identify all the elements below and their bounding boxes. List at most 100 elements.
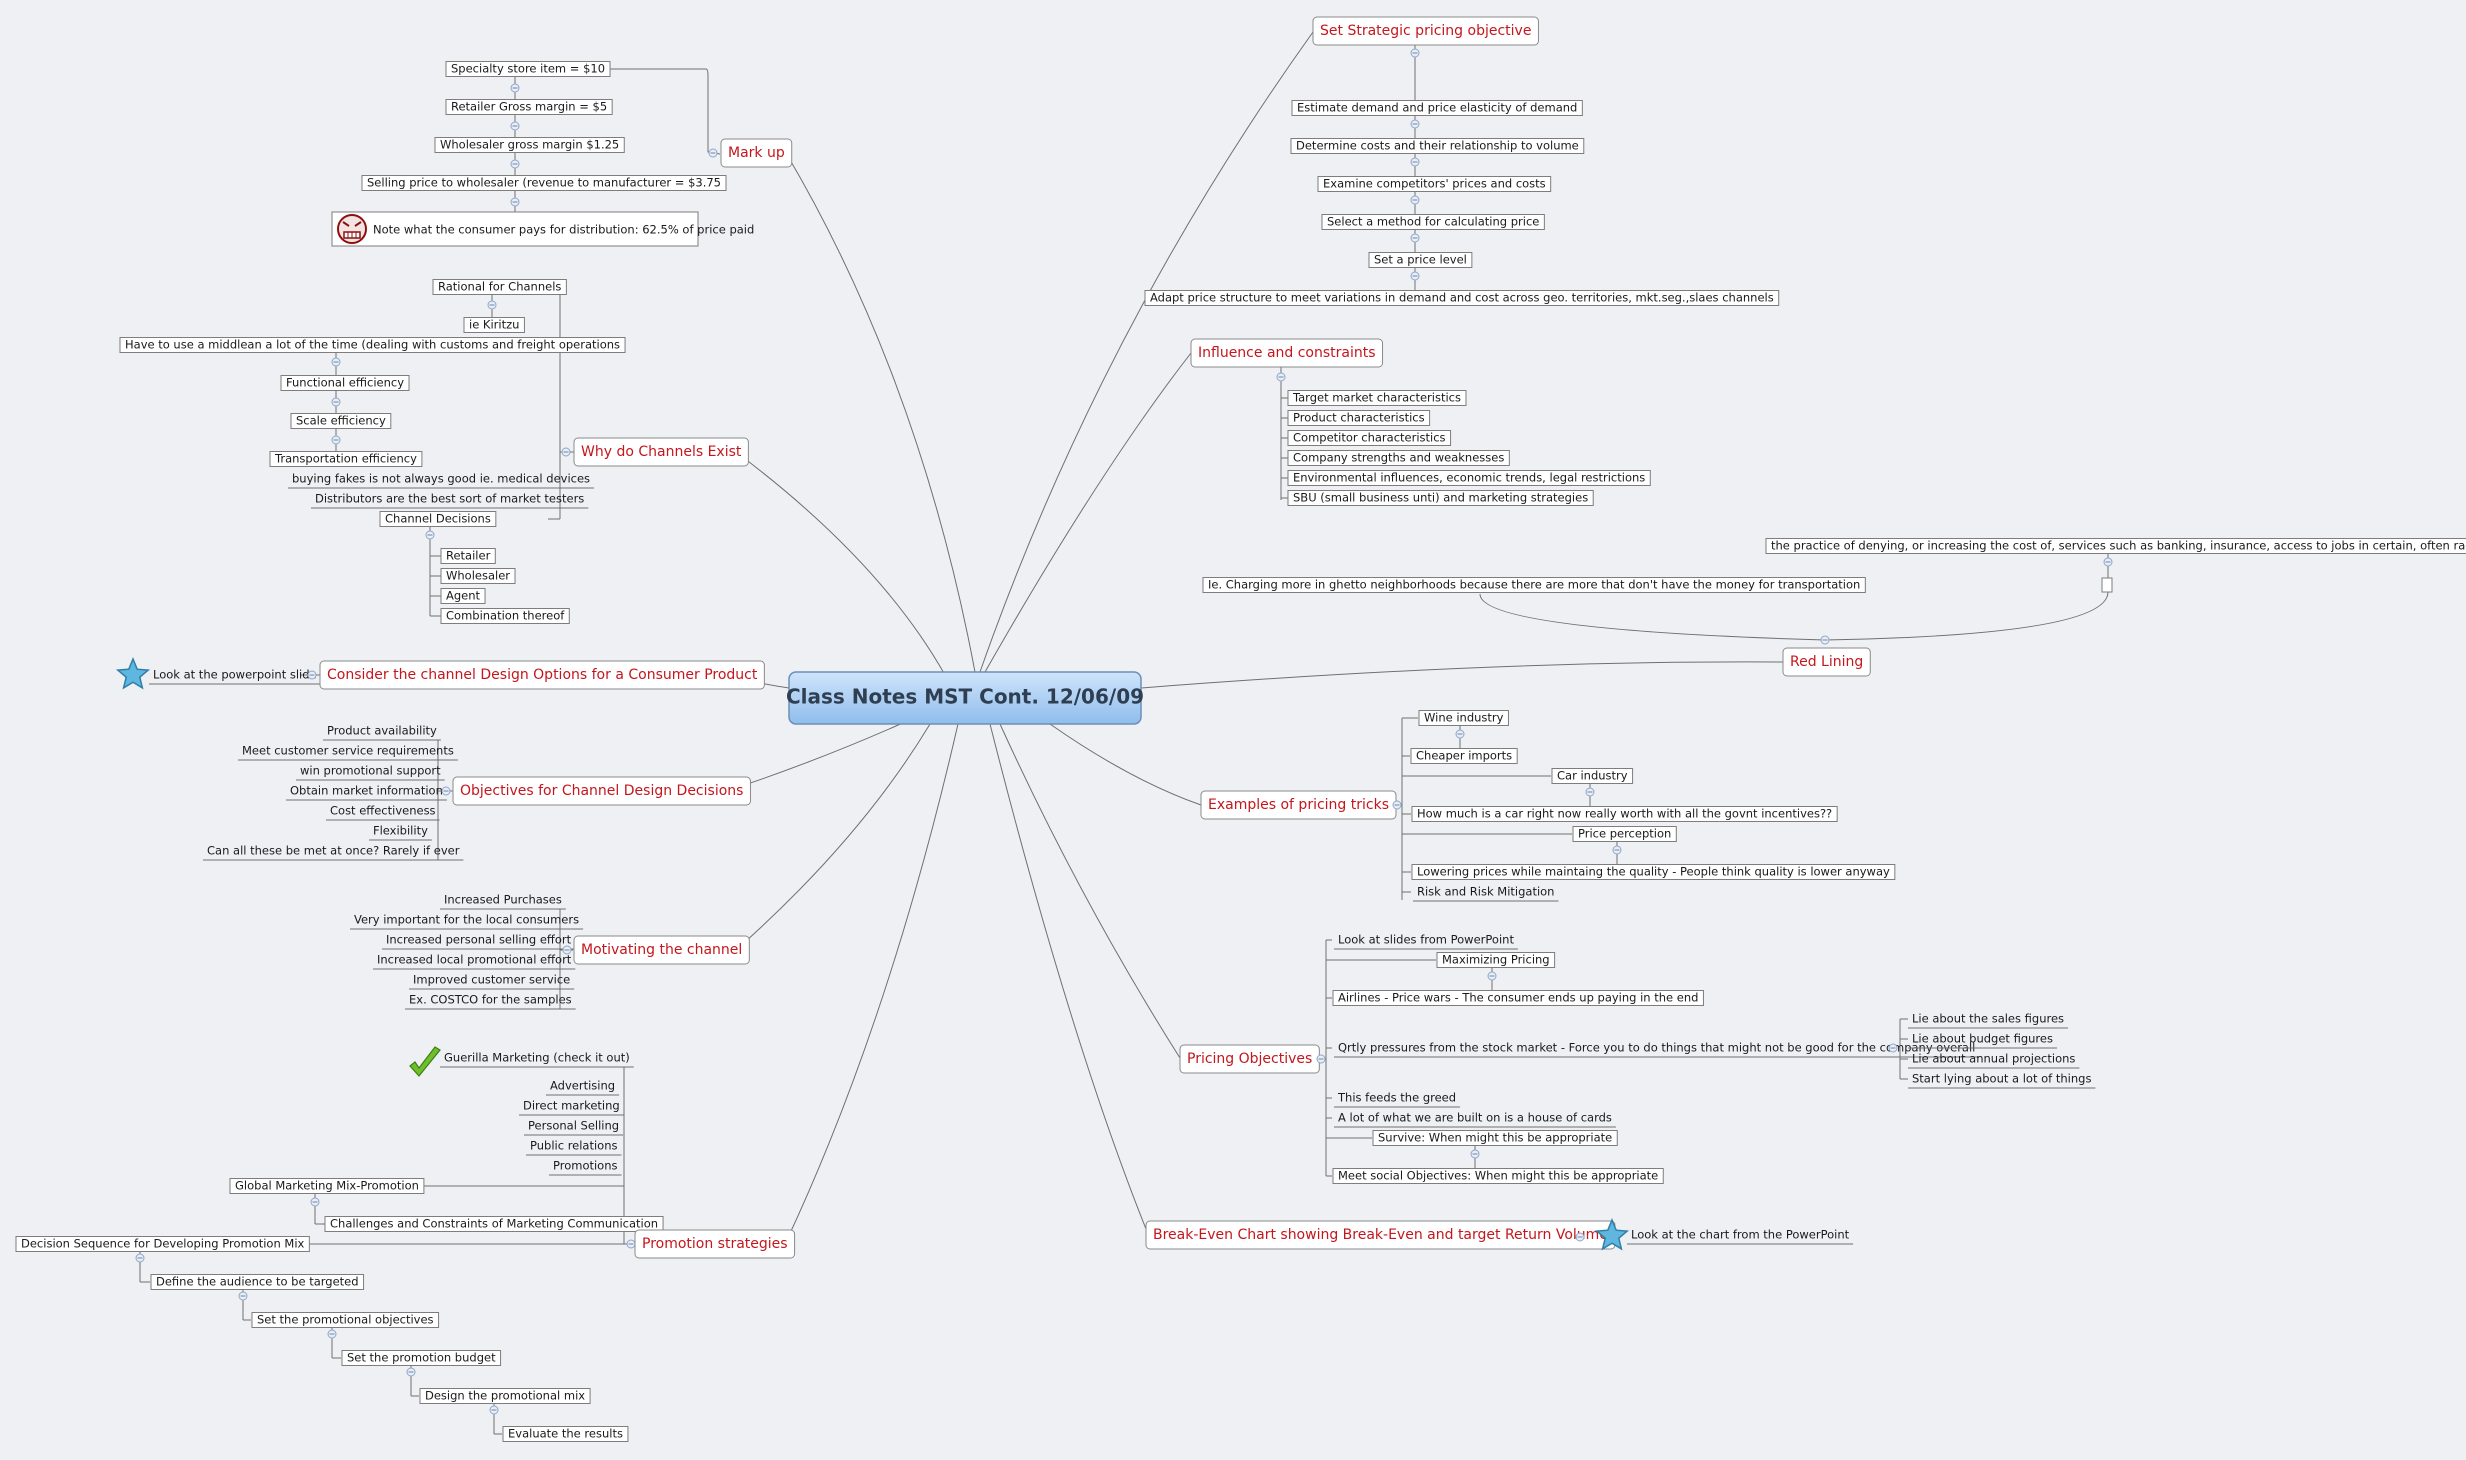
branch-break-even[interactable]: Break-Even Chart showing Break-Even and …: [1145, 1220, 1616, 1250]
motivating-item-4: Increased local promotional effort: [373, 953, 576, 970]
perception-expand[interactable]: [1612, 845, 1622, 855]
influence-item-5-label: Environmental influences, economic trend…: [1293, 471, 1645, 485]
promotion-tool-2: Direct marketing: [519, 1099, 624, 1116]
channel-decisions-expand[interactable]: [425, 530, 435, 540]
why-kiritzu-label: ie Kiritzu: [469, 318, 519, 332]
objective-item-2: Meet customer service requirements: [238, 744, 458, 761]
promotion-decision-sequence-box: [15, 1236, 310, 1252]
survive-expand[interactable]: [1470, 1149, 1480, 1159]
global-mix-expand[interactable]: [310, 1197, 320, 1207]
tricks-knob[interactable]: [1392, 800, 1402, 810]
motivating-item-4-label: Increased local promotional effort: [377, 953, 572, 967]
branch-motivating-label: Motivating the channel: [581, 942, 742, 958]
strategic-expand-4[interactable]: [1410, 233, 1420, 243]
influence-knob[interactable]: [1276, 372, 1286, 382]
branch-objectives[interactable]: Objectives for Channel Design Decisions: [452, 776, 751, 806]
strategic-step-4: Select a method for calculating price: [1321, 214, 1545, 230]
wine-expand[interactable]: [1455, 729, 1465, 739]
objective-item-7-label: Can all these be met at once? Rarely if …: [207, 844, 460, 858]
branch-consider-options[interactable]: Consider the channel Design Options for …: [319, 660, 765, 690]
strategic-expand-1[interactable]: [1410, 119, 1420, 129]
why-rational-label: Rational for Channels: [438, 280, 561, 294]
markup-expand-2[interactable]: [510, 121, 520, 131]
redlining-def-expand[interactable]: [2103, 557, 2113, 567]
strategic-step-4-box: [1321, 214, 1545, 230]
motivating-knob[interactable]: [562, 945, 572, 955]
markup-item-2-label: Retailer Gross margin = $5: [451, 100, 607, 114]
strategic-expand-3[interactable]: [1410, 195, 1420, 205]
redlining-definition-box: [1765, 538, 2466, 554]
markup-expand-1[interactable]: [510, 83, 520, 93]
influence-item-1: Target market characteristics: [1287, 390, 1467, 406]
markup-knob[interactable]: [708, 148, 718, 158]
why-expand-1[interactable]: [487, 300, 497, 310]
redlining-knob[interactable]: [1820, 635, 1830, 645]
sequence-step-5-label: Evaluate the results: [508, 1427, 623, 1441]
influence-item-2-box: [1287, 410, 1431, 426]
why-knob[interactable]: [561, 447, 571, 457]
objective-item-4: Obtain market information: [286, 784, 447, 801]
central-topic[interactable]: Class Notes MST Cont. 12/06/09: [786, 671, 1144, 725]
car-expand[interactable]: [1585, 787, 1595, 797]
motivating-item-1-label: Increased Purchases: [444, 893, 562, 907]
markup-item-1-label: Specialty store item = $10: [451, 62, 605, 76]
why-expand-2[interactable]: [331, 357, 341, 367]
sequence-expand-1[interactable]: [135, 1253, 145, 1263]
sequence-expand-5[interactable]: [489, 1405, 499, 1415]
channel-decision-3-box: [440, 588, 486, 604]
pricing-obj-item-2: Maximizing Pricing: [1436, 952, 1556, 968]
star-icon: [1594, 1218, 1630, 1251]
sequence-expand-3[interactable]: [327, 1329, 337, 1339]
branch-red-lining-box: [1782, 647, 1871, 677]
branch-promotion[interactable]: Promotion strategies: [634, 1229, 796, 1259]
objectives-knob[interactable]: [441, 786, 451, 796]
pricing-obj-item-8-box: [1332, 1168, 1664, 1184]
promotion-challenges-box: [324, 1216, 664, 1232]
branch-red-lining-label: Red Lining: [1790, 654, 1863, 670]
branch-pricing-objectives[interactable]: Pricing Objectives: [1179, 1044, 1320, 1074]
trick-item-6: Lowering prices while maintaing the qual…: [1411, 864, 1896, 880]
maximizing-expand[interactable]: [1487, 971, 1497, 981]
break-even-knob[interactable]: [1575, 1232, 1585, 1242]
branch-red-lining[interactable]: Red Lining: [1782, 647, 1871, 677]
break-even-powerpoint-note: Look at the chart from the PowerPoint: [1627, 1228, 1854, 1245]
pricing-obj-item-8-label: Meet social Objectives: When might this …: [1338, 1169, 1658, 1183]
strategic-step-4-label: Select a method for calculating price: [1327, 215, 1539, 229]
markup-expand-3[interactable]: [510, 159, 520, 169]
sequence-expand-4[interactable]: [406, 1367, 416, 1377]
why-expand-3[interactable]: [331, 397, 341, 407]
qrtly-expand[interactable]: [1888, 1043, 1898, 1053]
strategic-knob[interactable]: [1410, 48, 1420, 58]
consider-powerpoint-note: Look at the powerpoint slide: [149, 668, 321, 685]
branch-pricing-objectives-label: Pricing Objectives: [1187, 1051, 1312, 1067]
pricing-obj-item-3-label: Airlines - Price wars - The consumer end…: [1338, 991, 1698, 1005]
pricing-obj-item-8: Meet social Objectives: When might this …: [1332, 1168, 1664, 1184]
branch-influence[interactable]: Influence and constraints: [1190, 338, 1384, 368]
branch-why-channels[interactable]: Why do Channels Exist: [573, 437, 749, 467]
markup-note-box: [331, 211, 699, 247]
redlining-example-box: [1202, 577, 1866, 593]
channel-decision-2-label: Wholesaler: [446, 569, 510, 583]
strategic-expand-2[interactable]: [1410, 157, 1420, 167]
why-expand-4[interactable]: [331, 435, 341, 445]
branch-motivating[interactable]: Motivating the channel: [573, 935, 750, 965]
markup-expand-4[interactable]: [510, 197, 520, 207]
strategic-expand-5[interactable]: [1410, 271, 1420, 281]
sequence-expand-2[interactable]: [238, 1291, 248, 1301]
markup-note-label: Note what the consumer pays for distribu…: [373, 223, 754, 237]
branch-pricing-tricks[interactable]: Examples of pricing tricks: [1200, 790, 1397, 820]
promotion-knob[interactable]: [626, 1239, 636, 1249]
trick-item-1-label: Wine industry: [1424, 711, 1504, 725]
branch-strategic-pricing[interactable]: Set Strategic pricing objective: [1312, 16, 1539, 46]
trick-item-7-label: Risk and Risk Mitigation: [1417, 885, 1554, 899]
topics: Class Notes MST Cont. 12/06/09 Specialty …: [15, 16, 2466, 1442]
pricing-obj-item-6-label: A lot of what we are built on is a house…: [1338, 1111, 1612, 1125]
trick-item-6-box: [1411, 864, 1896, 880]
pricing-obj-knob[interactable]: [1316, 1054, 1326, 1064]
consider-knob[interactable]: [307, 670, 317, 680]
pricing-obj-item-2-box: [1436, 952, 1556, 968]
objective-item-5: Cost effectiveness: [326, 804, 440, 821]
channel-decision-1-box: [440, 548, 496, 564]
strategic-step-3-label: Examine competitors' prices and costs: [1323, 177, 1546, 191]
branch-mark-up[interactable]: Mark up: [720, 138, 793, 168]
